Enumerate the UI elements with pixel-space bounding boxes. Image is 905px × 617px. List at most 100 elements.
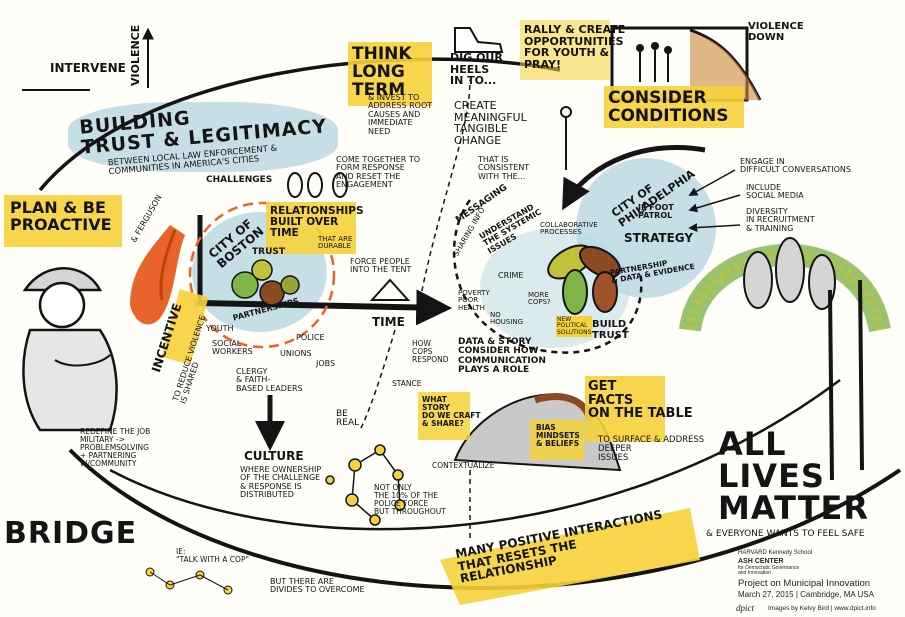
all-lives-label: ALL LIVES MATTER [718, 425, 870, 527]
dig-heels-title: DIG OUR HEELS IN to... [450, 51, 503, 88]
how-cops-label: HOW COPS RESPOND [412, 339, 449, 364]
relationships-title: RELATIONSHIPS BUILT OVER TIME [270, 205, 364, 240]
intervene-label: INTERVENE [50, 61, 126, 75]
bias-highlight [530, 420, 584, 460]
culture-title: CULTURE [244, 449, 304, 463]
project-label: Project on Municipal Innovation [738, 578, 871, 589]
right-pillar-2 [858, 279, 864, 471]
arrow-strategy-2 [688, 194, 741, 213]
dpict-logo: dpict [736, 603, 754, 613]
tent-icon [369, 278, 411, 301]
foot-patrol-label: ie FOOT PATROL [638, 203, 674, 221]
relationships-highlight [266, 202, 356, 254]
what-story-label: WHAT STORY DO WE CRAFT & SHARE? [422, 395, 481, 428]
inner-bridge-arc [109, 378, 841, 531]
top-arc [38, 57, 561, 192]
time-arrow [199, 289, 453, 326]
violence-down-fill [690, 32, 760, 100]
dashed-link-1 [419, 79, 471, 301]
network-icon [325, 444, 406, 526]
redefine-label: REDEFINE the JOB MILITARY -> PROBLEMSOLV… [80, 427, 151, 468]
trust-circle-green [231, 271, 259, 299]
credit-label: Images by Kelvy Bird | www.dpict.info [768, 605, 876, 612]
engage-label: ENGAGE in DIFFICULT CONVERSATIONS [740, 157, 851, 175]
police-label: POLICE [296, 333, 325, 342]
violence-axis-label: VIOLENCE [129, 24, 142, 86]
more-cops-label: MORE COPS? [528, 291, 551, 307]
rally-people-icon [636, 42, 672, 82]
social-media-label: INCLUDE SOCIAL MEDIA [746, 183, 804, 201]
culture-body: WHERE OWNERSHIP of the CHALLENGE & RESPO… [240, 465, 322, 500]
stance-label: STANCE [392, 379, 422, 388]
boston-ring [188, 201, 336, 349]
ash-center-label: ASH CENTER [738, 558, 784, 565]
unions-label: UNIONS [280, 349, 312, 358]
flower-petal-3 [562, 269, 588, 315]
be-real-label: BE REAL [336, 409, 360, 429]
incentive-highlight [161, 289, 209, 365]
bridge-label: BRIDGE [4, 516, 138, 551]
talk-label: ie: "TALK with a COP" [176, 547, 249, 564]
contextualize-label: CONTEXTUALIZE [432, 461, 495, 470]
collab-label: COLLABORATIVE PROCESSES [540, 221, 598, 237]
trust-circle-olive [251, 259, 273, 281]
philly-arc-arrow [562, 145, 706, 211]
standing-person-icon [560, 106, 572, 170]
social-workers-label: SOCIAL WORKERS [212, 339, 253, 357]
consider-highlight [604, 86, 744, 128]
center-loop [452, 199, 643, 354]
school-label: HARVARD Kennedy School [738, 550, 813, 556]
violence-down-label: VIOLENCE DOWN [748, 21, 804, 43]
youth-label: YOUTH [206, 324, 234, 333]
shoe-icon [454, 27, 504, 53]
consider-label: CONSIDER CONDITIONS [608, 88, 729, 126]
diversity-label: DIVERSITY in RECRUITMENT & TRAINING [746, 207, 815, 233]
arrow-strategy-3 [688, 223, 741, 233]
safe-label: & EVERYONE WANTS TO FEEL SAFE [706, 529, 865, 539]
bias-label: BIAS MINDSETS & BELIEFS [536, 423, 580, 448]
come-together-label: COME TOGETHER to FORM RESPONSE and RESET… [336, 155, 421, 190]
divides-label: BUT THERE ARE DIVIDES to OVERCOME [270, 577, 365, 595]
flower-petal-2 [579, 245, 621, 279]
many-highlight [440, 508, 700, 605]
people-icon [743, 251, 773, 309]
date-label: March 27, 2015 | Cambridge, MA USA [738, 590, 874, 599]
think-long-body: & INVEST to ADDRESS ROOT CAUSES and IMME… [368, 93, 433, 136]
data-story-label: DATA & STORY CONSIDER HOW COMMUNICATION … [458, 337, 546, 376]
durable-label: that are DURABLE [318, 235, 353, 251]
facts-title: GET FACTS on the TABLE [588, 379, 693, 422]
no-housing-label: NO HOUSING [490, 311, 524, 327]
arrow-strategy-1 [688, 169, 736, 196]
time-label: TIME [372, 315, 405, 329]
trust-circle-brown [259, 280, 285, 306]
police-officer-icon [22, 267, 118, 432]
build-trust-label: BUILD TRUST [592, 319, 629, 341]
poverty-label: POVERTY POOR HEALTH [458, 289, 490, 312]
right-pillar-1 [828, 289, 834, 481]
relationships-people-icon [287, 172, 348, 198]
plan-highlight [4, 195, 122, 247]
divides-dots [145, 567, 233, 595]
plan-label: PLAN & BE PROACTIVE [10, 198, 112, 234]
rally-label: RALLY & CREATE OPPORTUNITIES for YOUTH &… [524, 23, 626, 71]
trust-circle-olive2 [280, 275, 300, 295]
think-highlight [348, 42, 432, 106]
facts-highlight [585, 376, 665, 442]
think-long-title: THINK LONG TERM [352, 44, 412, 100]
rally-highlight [520, 20, 610, 80]
what-story-highlight [418, 392, 470, 440]
flower-petal-4 [592, 271, 618, 313]
trust-label: TRUST [252, 247, 285, 257]
force-people-label: FORCE PEOPLE into the TENT [350, 257, 412, 275]
strategy-label: STRATEGY [624, 231, 694, 245]
clergy-label: CLERGY & FAITH- BASED LEADERS [236, 367, 303, 393]
surface-label: to SURFACE & ADDRESS DEEPER ISSUES [598, 435, 705, 463]
dig-heels-body: CREATE MEANINGFUL TANGIBLE CHANGE [454, 99, 527, 147]
new-political-label: NEW POLITICAL SOLUTIONS [556, 316, 593, 337]
ferguson-fire-icon [130, 225, 185, 325]
title-glow [68, 102, 338, 172]
ash-center-sub: for Democratic Governance and Innovation [738, 565, 800, 576]
crime-label: CRIME [498, 271, 524, 280]
